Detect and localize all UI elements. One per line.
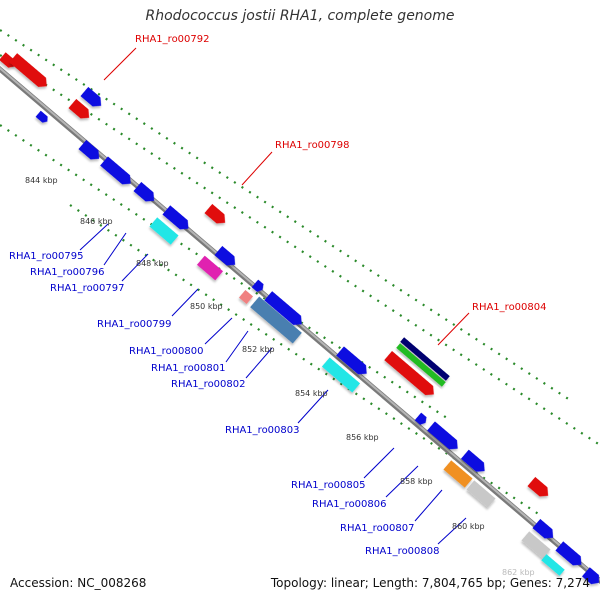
gene-blue-792-area[interactable] <box>80 86 105 110</box>
callout-ro00797 <box>121 253 149 282</box>
tick-label: 858 kbp <box>400 477 433 486</box>
gene-blue-a[interactable] <box>78 139 103 163</box>
tick-label: 862 kbp <box>502 568 535 577</box>
tick-label: 844 kbp <box>25 176 58 185</box>
gene-blue-g[interactable] <box>264 291 305 329</box>
gene-blue-n[interactable] <box>582 567 600 587</box>
gene-blue-tiny-left[interactable] <box>35 110 50 125</box>
gene-red-topleft-small[interactable] <box>0 52 18 70</box>
callout-ro00801 <box>225 330 249 363</box>
coordinate-ticks: 844 kbp 846 kbp 848 kbp 850 kbp 852 kbp … <box>25 176 535 577</box>
accession-label: Accession: NC_008268 <box>10 576 147 590</box>
gene-red-topleft[interactable] <box>9 53 50 91</box>
callout-ro00808 <box>437 517 467 545</box>
gene-label-ro00797[interactable]: RHA1_ro00797 <box>50 283 125 294</box>
gene-blue-e[interactable] <box>214 245 239 269</box>
genome-summary-label: Topology: linear; Length: 7,804,765 bp; … <box>270 576 590 590</box>
gene-blue-h[interactable] <box>336 346 370 378</box>
gene-label-ro00798[interactable]: RHA1_ro00798 <box>275 140 350 151</box>
tick-label: 854 kbp <box>295 389 328 398</box>
tick-label: 848 kbp <box>136 259 169 268</box>
tick-label: 850 kbp <box>190 302 223 311</box>
gene-red-right[interactable] <box>527 476 552 500</box>
callout-ro00806 <box>385 465 419 498</box>
gene-blue-c[interactable] <box>133 181 158 205</box>
gene-grey-ro00807[interactable] <box>466 480 496 508</box>
gene-red-ro00792[interactable] <box>68 98 93 122</box>
gene-blue-d[interactable] <box>162 205 192 233</box>
gene-cyan-bottom[interactable] <box>541 554 565 576</box>
gene-blue-j[interactable] <box>427 421 461 453</box>
gene-navy-ro00804[interactable] <box>400 337 450 381</box>
callout-ro00792 <box>103 47 137 81</box>
gene-labels[interactable]: RHA1_ro00792 RHA1_ro00798 RHA1_ro00804 R… <box>9 34 547 557</box>
gene-features[interactable] <box>0 52 600 587</box>
gene-blue-l[interactable] <box>532 518 557 542</box>
callout-ro00799 <box>171 288 199 317</box>
gene-label-ro00801[interactable]: RHA1_ro00801 <box>151 363 226 374</box>
gene-red-ro00804[interactable] <box>384 350 437 399</box>
tick-label: 846 kbp <box>80 217 113 226</box>
callout-lines <box>79 47 470 545</box>
gene-blue-k[interactable] <box>460 449 489 476</box>
tick-label: 856 kbp <box>346 433 379 442</box>
gene-cyan-ro00803[interactable] <box>321 357 361 393</box>
callout-ro00807 <box>414 489 443 522</box>
gene-label-ro00802[interactable]: RHA1_ro00802 <box>171 379 246 390</box>
callout-ro00805 <box>363 447 395 479</box>
callout-ro00802 <box>245 347 273 379</box>
callout-ro00800 <box>204 317 233 345</box>
gene-cyan-ro00795[interactable] <box>149 217 179 245</box>
gene-label-ro00804[interactable]: RHA1_ro00804 <box>472 302 547 313</box>
tick-label: 852 kbp <box>242 345 275 354</box>
gene-blue-b[interactable] <box>100 156 134 188</box>
gene-label-ro00806[interactable]: RHA1_ro00806 <box>312 499 387 510</box>
guide-line-upper <box>0 54 600 446</box>
gene-label-ro00808[interactable]: RHA1_ro00808 <box>365 546 440 557</box>
gene-label-ro00795[interactable]: RHA1_ro00795 <box>9 251 84 262</box>
callout-ro00798 <box>241 151 273 186</box>
gene-red-ro00798[interactable] <box>204 203 229 227</box>
gene-label-ro00803[interactable]: RHA1_ro00803 <box>225 425 300 436</box>
gene-blue-m[interactable] <box>555 541 585 569</box>
gene-blue-i[interactable] <box>414 412 429 427</box>
gene-label-ro00792[interactable]: RHA1_ro00792 <box>135 34 210 45</box>
gene-pink-ro00800[interactable] <box>238 289 254 305</box>
genome-title: Rhodococcus jostii RHA1, complete genome <box>145 8 455 24</box>
callout-ro00803 <box>297 389 329 424</box>
gene-label-ro00805[interactable]: RHA1_ro00805 <box>291 480 366 491</box>
gene-label-ro00800[interactable]: RHA1_ro00800 <box>129 346 204 357</box>
gene-label-ro00807[interactable]: RHA1_ro00807 <box>340 523 415 534</box>
gene-blue-f[interactable] <box>251 279 266 294</box>
callout-ro00804 <box>437 312 470 346</box>
callout-ro00796 <box>103 232 127 266</box>
gene-orange-ro00806[interactable] <box>443 460 473 488</box>
gene-label-ro00799[interactable]: RHA1_ro00799 <box>97 319 172 330</box>
gene-green-ro00804[interactable] <box>396 343 446 387</box>
gene-grey-ro00808[interactable] <box>521 531 551 559</box>
gene-magenta-ro00799[interactable] <box>196 255 224 281</box>
tick-label: 860 kbp <box>452 522 485 531</box>
gene-label-ro00796[interactable]: RHA1_ro00796 <box>30 267 105 278</box>
gene-steelblue-ro00801[interactable] <box>250 296 302 344</box>
callout-ro00795 <box>79 223 109 251</box>
